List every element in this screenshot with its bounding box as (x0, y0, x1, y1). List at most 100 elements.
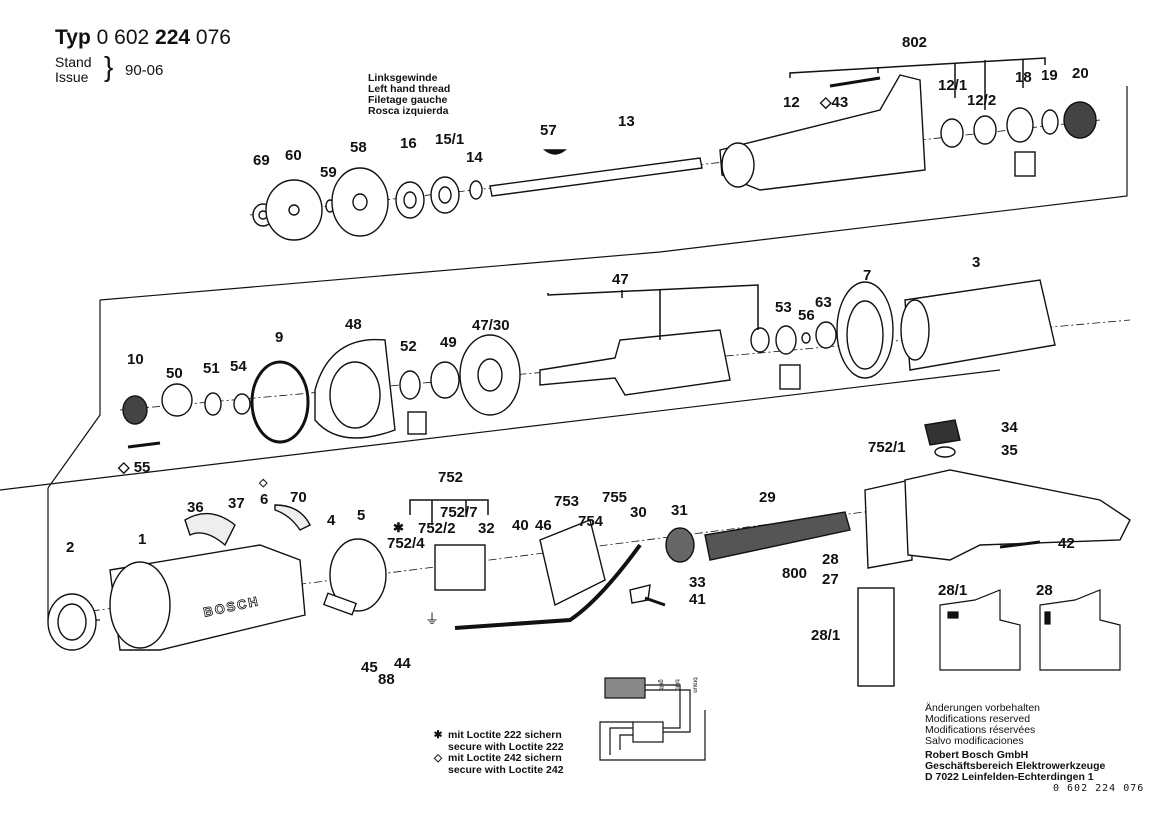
part-label: 18 (1015, 69, 1032, 86)
part-label: 15/1 (435, 131, 465, 148)
part-label: 35 (1001, 442, 1018, 459)
company-address: D 7022 Leinfelden-Echterdingen 1 (925, 771, 1094, 783)
part-label: 70 (290, 489, 307, 506)
part-label: 10 (127, 351, 144, 368)
loctite-242-symbol: ◇ (820, 94, 832, 111)
part-label: 40 (512, 517, 529, 534)
part-35-washer (934, 446, 956, 458)
part-13-spindle (489, 157, 703, 197)
part-label: 4 (327, 512, 336, 529)
stand-label: Stand (55, 54, 92, 70)
part-label: 752/4 (387, 535, 425, 552)
modification-note: Modifications réservées (925, 724, 1036, 736)
footer-block: Änderungen vorbehalten Modifications res… (925, 703, 1105, 783)
part-label: 2 (66, 539, 75, 556)
detail-label: 28 (1036, 582, 1053, 599)
part-43-screw (829, 76, 881, 88)
legend-item: ✱ mit Loctite 222 sichern secure with Lo… (433, 729, 564, 753)
part-51-washer (204, 392, 222, 416)
part-label: 42 (1058, 535, 1075, 552)
typ-label: Typ (55, 26, 91, 49)
part-4-terminal (322, 592, 358, 616)
part-label: 9 (275, 329, 284, 346)
part-label: 28/1 (811, 627, 841, 644)
company-name: Robert Bosch GmbH (925, 749, 1029, 761)
issue-date: 90-06 (125, 62, 164, 79)
ground-icon: ⏚ (425, 611, 439, 627)
part-label: 44 (394, 655, 411, 672)
group-label: 47 (612, 271, 629, 288)
bearing-detail-icon (1014, 151, 1036, 177)
part-42-screw (999, 540, 1041, 549)
loctite-242-symbol: ◇ (118, 459, 130, 476)
modification-note: Modifications reserved (925, 713, 1031, 725)
part-55-screw (127, 441, 161, 449)
part-label: 30 (630, 504, 647, 521)
wire-label: blau (673, 679, 680, 691)
part-20-pinion (1063, 101, 1097, 139)
part-label: 28 (822, 551, 839, 568)
group-label: 802 (902, 34, 928, 51)
bracket-752 (409, 499, 489, 515)
part-label: 34 (1001, 419, 1018, 436)
wire-label: braun (691, 677, 698, 693)
company-division: Geschäftsbereich Elektrowerkzeuge (925, 760, 1106, 772)
note-line: Linksgewinde (368, 72, 438, 84)
part-label: 63 (815, 294, 832, 311)
group-label: 752 (438, 469, 464, 486)
part-label: 754 (578, 513, 604, 530)
part-57-key (543, 149, 567, 155)
bracket-802 (789, 57, 1046, 78)
part-label: 57 (540, 122, 557, 139)
page-title: Typ 0 602 224 076 (55, 27, 231, 48)
part-52-bearing (399, 370, 421, 400)
loctite-222-symbol: ✱ (393, 520, 404, 535)
type-number-prefix: 0 602 (96, 26, 150, 49)
detail-label: 28/1 (938, 582, 968, 599)
part-30-cable (454, 543, 642, 630)
type-number-bold: 224 (155, 26, 191, 49)
part-label: 27 (822, 571, 839, 588)
part-12-1-washer (940, 118, 964, 148)
part-752-switch (434, 544, 486, 591)
wiring-switch-box (632, 721, 664, 743)
part-label-with-symbol: ◇ 55 (118, 459, 151, 476)
axis-row3 (59, 509, 881, 616)
assembly-frame-divider (0, 369, 1001, 491)
part-49-plate (430, 361, 460, 399)
part-label: 47/30 (472, 317, 510, 334)
part-19-ring (1041, 109, 1059, 135)
part-36-cover (184, 512, 236, 547)
part-5-fan-guard (329, 538, 387, 612)
part-label: 752/7 (440, 504, 478, 521)
part-label: 56 (798, 307, 815, 324)
part-label: 29 (759, 489, 776, 506)
note-line: Rosca izquierda (368, 105, 449, 117)
part-12-2-washer (973, 115, 997, 145)
part-label: 48 (345, 316, 362, 333)
part-label-with-symbol: ◇43 (820, 94, 849, 111)
bracket-47 (547, 284, 759, 330)
note-line: Filetage gauche (368, 94, 448, 106)
part-70-cover (274, 504, 311, 531)
part-label: 752/2 (418, 520, 456, 537)
part-label: 20 (1072, 65, 1089, 82)
loctite-242-symbol: ◇ (433, 752, 443, 764)
stand-issue-label: Stand Issue (55, 55, 92, 85)
detail-section-28-1 (939, 589, 1021, 671)
part-34-switch-lever (924, 419, 961, 446)
part-label: 12/1 (938, 77, 968, 94)
wiring-diagram (599, 677, 706, 761)
part-31-sleeve (665, 527, 695, 563)
part-14-washer (469, 180, 483, 200)
part-label: 16 (400, 135, 417, 152)
part-29-cable-guard (704, 511, 851, 561)
part-label: 12/2 (967, 92, 997, 109)
part-56-ring (801, 332, 811, 344)
part-54-bearing (233, 393, 251, 415)
part-33-clamp (629, 584, 651, 604)
loctite-legend: ✱ mit Loctite 222 sichern secure with Lo… (432, 729, 564, 776)
part-label: 37 (228, 495, 245, 512)
part-label: 12 (783, 94, 800, 111)
bearing-detail-icon (779, 364, 801, 390)
